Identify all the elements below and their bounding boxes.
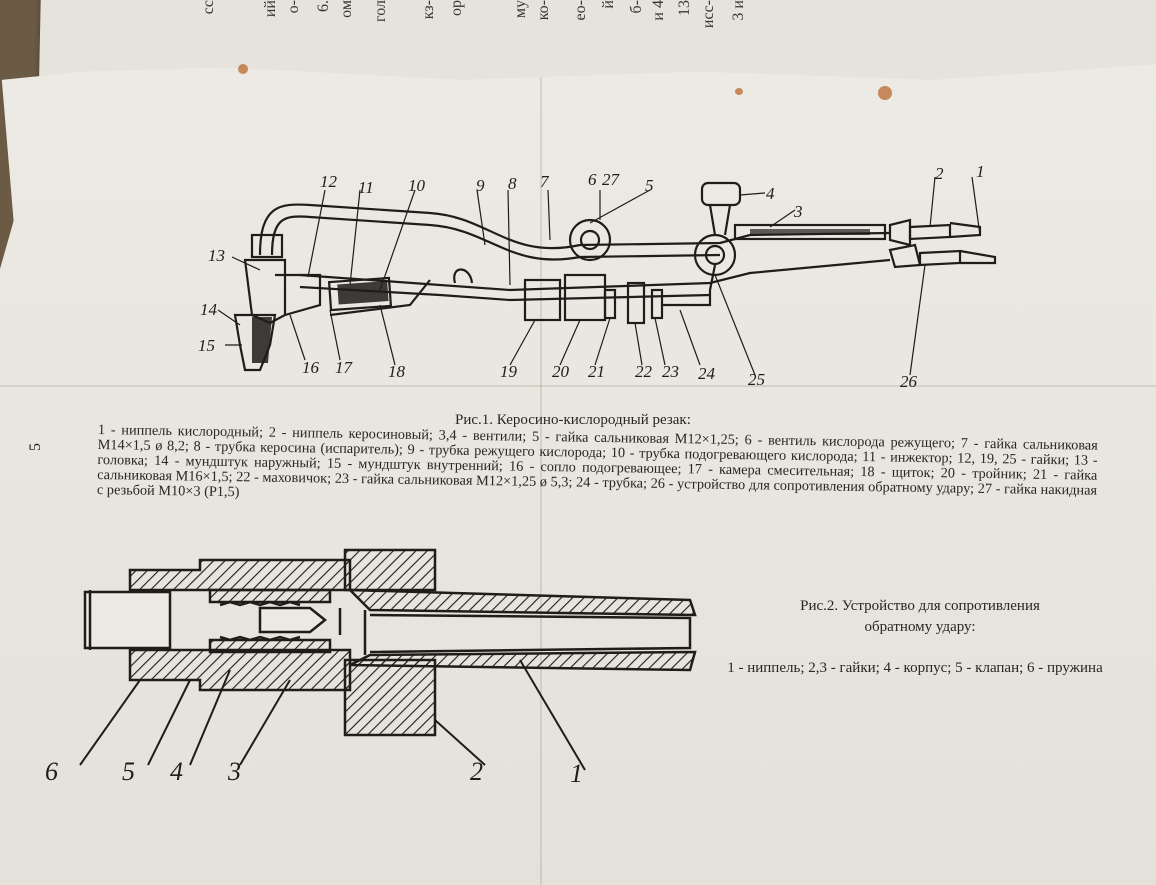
back-fragment: и 4 (650, 0, 667, 21)
callout-5: 5 (122, 757, 135, 786)
callout-27: 27 (602, 170, 621, 189)
callout-16: 16 (302, 358, 320, 377)
back-fragment: ий (262, 0, 279, 18)
callout-18: 18 (388, 362, 406, 381)
back-fragment: ео- (572, 0, 589, 21)
figure2-caption: Рис.2. Устройство для сопротивления обра… (760, 596, 1080, 638)
callout-20: 20 (552, 362, 570, 381)
rust-stain (238, 64, 248, 74)
callout-9: 9 (476, 176, 485, 195)
callout-7: 7 (540, 172, 550, 191)
figure2-legend: 1 - ниппель; 2,3 - гайки; 4 - корпус; 5 … (727, 660, 1103, 676)
page-number: 5 (27, 443, 44, 451)
paper-fold (0, 385, 1156, 387)
callout-19: 19 (500, 362, 518, 381)
figure1-torch-drawing: 1 2 3 4 5 6 27 7 8 9 10 11 12 13 14 15 1… (198, 165, 997, 391)
back-fragment: сс (200, 0, 217, 15)
callout-4: 4 (766, 184, 775, 203)
document-sheet (0, 63, 1156, 885)
callout-13: 13 (208, 246, 225, 265)
callout-5: 5 (645, 176, 654, 195)
rust-stain (878, 86, 892, 100)
paper-fold (540, 63, 542, 885)
back-fragment: ом (338, 0, 355, 18)
figure2-caption-line1: Рис.2. Устройство для сопротивления (800, 598, 1040, 614)
callout-25: 25 (748, 370, 765, 389)
back-fragment: о- (285, 0, 302, 14)
callout-6: 6 (588, 170, 597, 189)
back-fragment: 3 и (730, 0, 747, 21)
back-fragment: исс- (700, 0, 717, 29)
callout-23: 23 (662, 362, 679, 381)
figure1-legend: 1 - ниппель кислородный; 2 - ниппель кер… (96, 422, 1098, 501)
callout-8: 8 (508, 174, 517, 193)
callout-1: 1 (976, 165, 985, 181)
callout-4: 4 (170, 757, 183, 786)
back-fragment: ко- (535, 0, 552, 21)
rust-stain (735, 88, 743, 95)
back-fragment: му (512, 0, 529, 19)
callout-26: 26 (900, 372, 918, 391)
callout-14: 14 (200, 300, 218, 319)
figure2-arrestor-drawing: 6 5 4 3 2 1 (45, 548, 697, 788)
callout-11: 11 (358, 178, 374, 197)
back-fragment: б- (628, 0, 645, 14)
callout-3: 3 (793, 202, 803, 221)
callout-15: 15 (198, 336, 215, 355)
callout-21: 21 (588, 362, 605, 381)
callout-1: 1 (570, 759, 583, 788)
callout-22: 22 (635, 362, 653, 381)
back-fragment: гол (372, 0, 389, 22)
back-fragment: 6. (315, 0, 332, 12)
callout-6: 6 (45, 757, 58, 786)
back-fragment: кз- (420, 0, 437, 20)
back-fragment: 13 (676, 0, 693, 16)
figure1-caption: Рис.1. Керосино-кислородный резак: (455, 412, 691, 428)
callout-2: 2 (470, 757, 483, 786)
callout-2: 2 (935, 165, 944, 183)
figure2-caption-line2: обратному удару: (864, 619, 976, 635)
callout-3: 3 (227, 757, 241, 786)
back-fragment: ор (448, 0, 465, 16)
back-fragment: й (600, 0, 617, 9)
callout-10: 10 (408, 176, 426, 195)
callout-24: 24 (698, 364, 716, 383)
callout-12: 12 (320, 172, 338, 191)
callout-17: 17 (335, 358, 354, 377)
